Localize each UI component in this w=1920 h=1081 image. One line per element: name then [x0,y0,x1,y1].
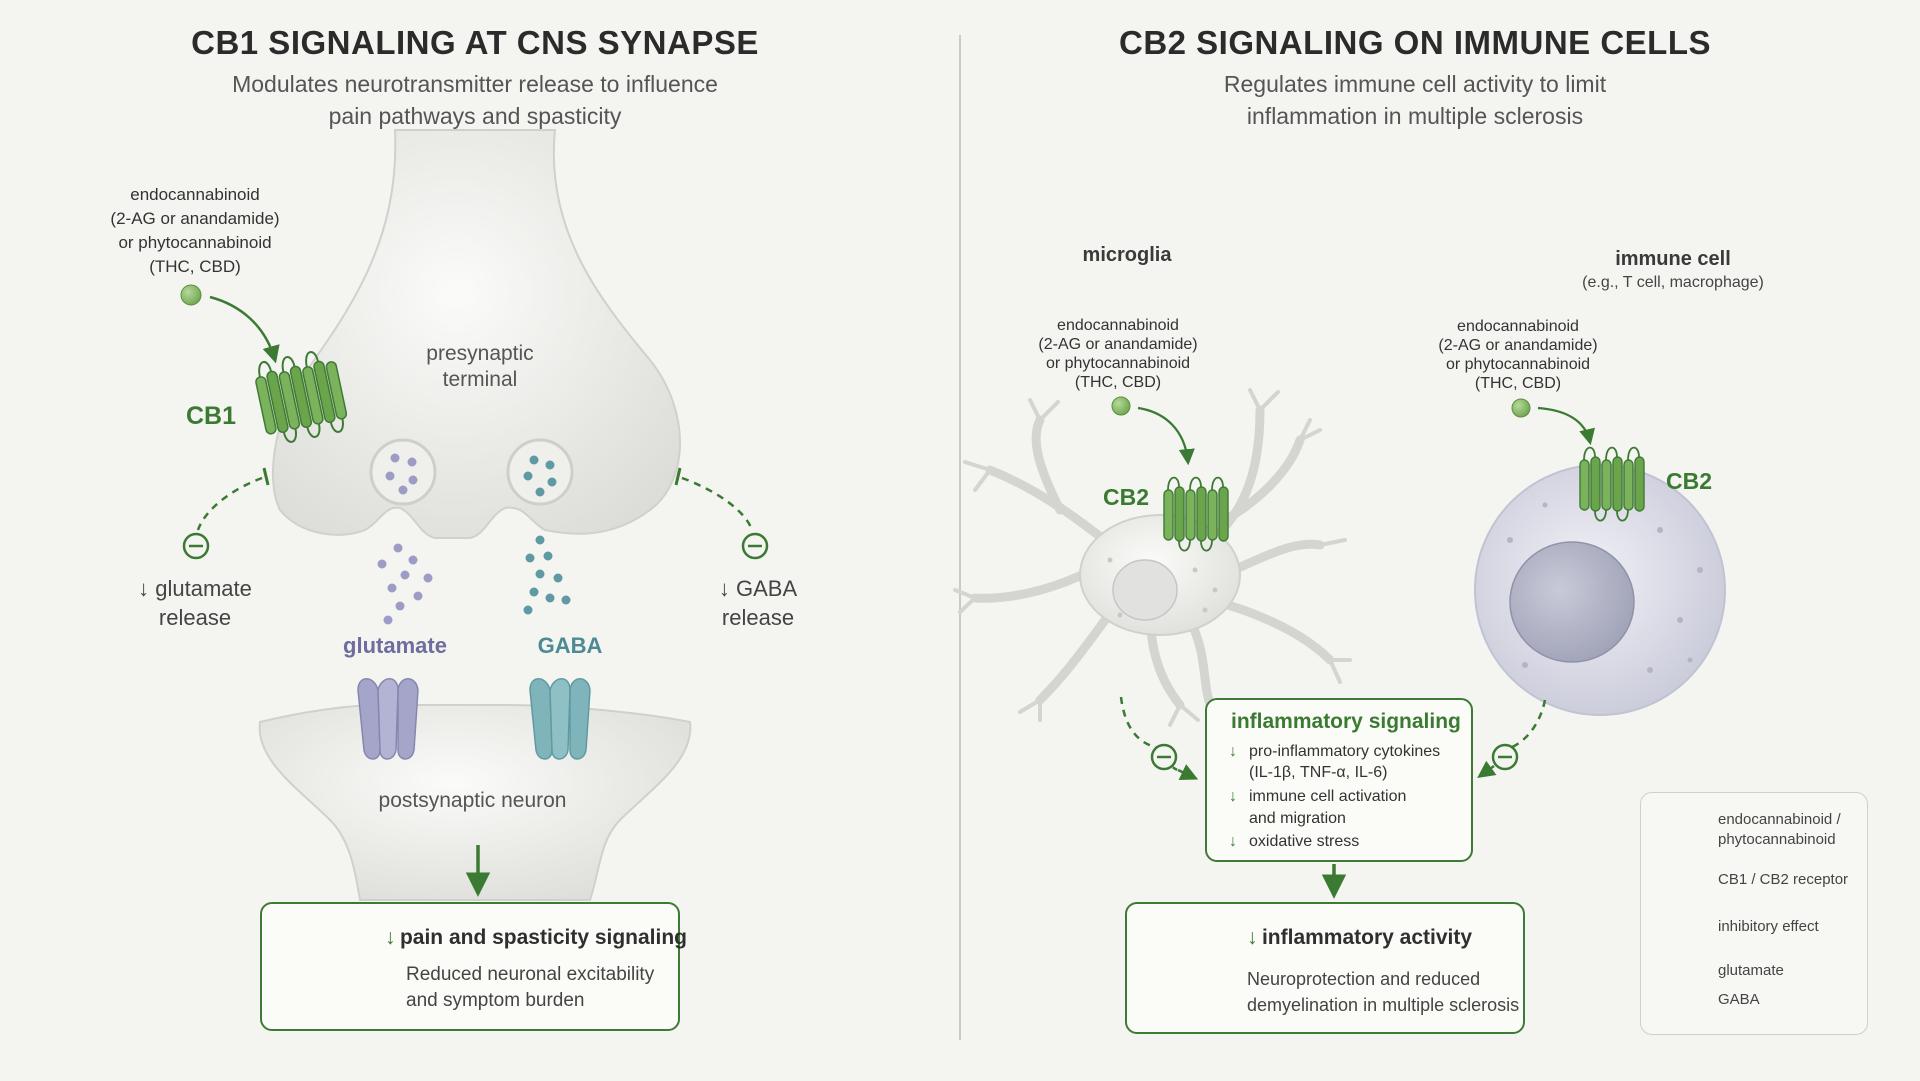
presynaptic-terminal [271,129,681,539]
inf-item-cytokines-list: (IL-1β, TNF-α, IL-6) [1249,764,1388,781]
inf-item-migration: and migration [1249,810,1346,827]
inhibit-symbol-microglia [1150,743,1178,771]
legend-item-ligand-2: phytocannabinoid [1718,831,1836,848]
inhibit-arrow-microglia-head [1177,764,1199,780]
glutamate-release-label-1: ↓ glutamate [138,576,252,601]
glutamate-label: glutamate [343,633,447,658]
inf-item-activation: immune cell activation [1249,788,1407,805]
left-panel-subtitle-2: pain pathways and spasticity [328,103,622,129]
legend-item-receptor: CB1 / CB2 receptor [1718,871,1849,888]
gaba-vesicle [506,438,574,506]
released-gaba [523,535,571,615]
down-arrow: ↓ [1229,788,1237,805]
inhibition-line-glutamate [196,476,263,531]
ligand-dot-left [180,284,202,306]
inhibit-arrow-immune [1509,699,1547,750]
immune-cell-label: immune cell [1615,248,1731,270]
glutamate-receptor [357,678,419,760]
microglia-ligand-line-3: or phytocannabinoid [1045,355,1191,372]
inflammatory-outcome-title: inflammatory activity [1261,926,1473,949]
cb2-label-immune: CB2 [1666,468,1713,494]
glutamate-release-label-2: release [158,605,232,630]
pain-outcome-body-2: and symptom burden [406,990,585,1011]
right-panel-subtitle-1: Regulates immune cell activity to limit [1223,71,1607,97]
microglia-ligand-line-4: (THC, CBD) [1074,374,1162,391]
gaba-receptor [529,678,591,760]
inhibit-arrow-microglia [1119,696,1161,750]
immune-ligand-line-2: (2-AG or anandamide) [1438,337,1598,354]
immune-cell-sublabel: (e.g., T cell, macrophage) [1582,274,1764,291]
microglia-ligand-line-1: endocannabinoid [1057,317,1179,334]
legend [1640,792,1868,1035]
left-panel-title: CB1 SIGNALING AT CNS SYNAPSE [191,24,759,61]
pain-outcome-body-1: Reduced neuronal excitability [406,964,655,985]
ligand-arrow-immune [1537,406,1595,446]
legend-item-gaba: GABA [1718,991,1760,1008]
down-arrow: ↓ [1247,926,1258,949]
pain-spasticity-outcome-box: ↓ pain and spasticity signaling Reduced … [260,902,687,1031]
inhibition-line-gaba [681,476,754,531]
left-ligand-line-1: endocannabinoid [130,185,260,204]
released-glutamate [377,543,433,625]
inf-item-oxidative: oxidative stress [1249,833,1360,850]
inflammatory-signaling-box: inflammatory signaling ↓ pro-inflammator… [1205,698,1473,862]
microglia-label: microglia [1082,244,1172,266]
down-arrow: ↓ [1229,833,1237,850]
right-panel-title: CB2 SIGNALING ON IMMUNE CELLS [1118,24,1712,61]
presynaptic-label-2: terminal [442,368,518,391]
ligand-dot-immune [1511,398,1531,418]
pain-outcome-title: pain and spasticity signaling [399,926,688,949]
inflammatory-outcome-body-2: demyelination in multiple sclerosis [1247,995,1520,1015]
immune-ligand-line-3: or phytocannabinoid [1445,356,1591,373]
ligand-arrow-microglia [1137,406,1195,466]
inhibit-symbol-immune [1491,743,1519,771]
presynaptic-label-1: presynaptic [426,342,534,365]
inhibition-bar-glutamate [262,467,270,486]
immune-ligand-line-1: endocannabinoid [1457,318,1579,335]
legend-item-inhibitory: inhibitory effect [1718,918,1819,935]
microglia-ligand-line-2: (2-AG or anandamide) [1038,336,1198,353]
inhibit-arrow-immune-head [1477,760,1497,779]
cb2-label-microglia: CB2 [1103,484,1150,510]
cb2-receptor-microglia-icon [1163,476,1229,552]
left-ligand-line-4: (THC, CBD) [149,257,241,276]
cb2-receptor-immune-icon [1579,446,1645,522]
inflammatory-signaling-title: inflammatory signaling [1231,710,1461,733]
legend-item-glutamate: glutamate [1718,962,1784,979]
inf-item-cytokines: pro-inflammatory cytokines [1249,743,1441,760]
left-ligand-line-3: or phytocannabinoid [118,233,272,252]
down-arrow: ↓ [1229,743,1237,760]
ligand-dot-microglia [1111,396,1131,416]
postsynaptic-label: postsynaptic neuron [378,789,567,812]
gaba-release-label-2: release [721,605,795,630]
inflammatory-outcome-body-1: Neuroprotection and reduced [1247,969,1481,989]
inhibition-bar-gaba [674,467,682,486]
legend-item-ligand-1: endocannabinoid / [1718,811,1841,828]
ligand-arrow-left [209,295,280,364]
down-arrow: ↓ [385,926,396,949]
gaba-release-label-1: ↓ GABA [718,576,798,601]
glutamate-vesicle [369,438,437,506]
gaba-label: GABA [537,633,603,658]
inhibit-symbol-gaba [741,532,769,560]
immune-ligand-line-4: (THC, CBD) [1474,375,1562,392]
immune-cell [1474,464,1726,716]
inflammatory-outcome-box: ↓ inflammatory activity Neuroprotection … [1125,902,1525,1034]
left-ligand-line-2: (2-AG or anandamide) [110,209,280,228]
cb1-receptor-icon [255,351,348,443]
left-panel-subtitle-1: Modulates neurotransmitter release to in… [232,71,718,97]
right-panel-subtitle-2: inflammation in multiple sclerosis [1246,103,1584,129]
microglia-cell [953,388,1352,737]
inhibit-symbol-glutamate [182,532,210,560]
cb1-label: CB1 [186,402,237,430]
